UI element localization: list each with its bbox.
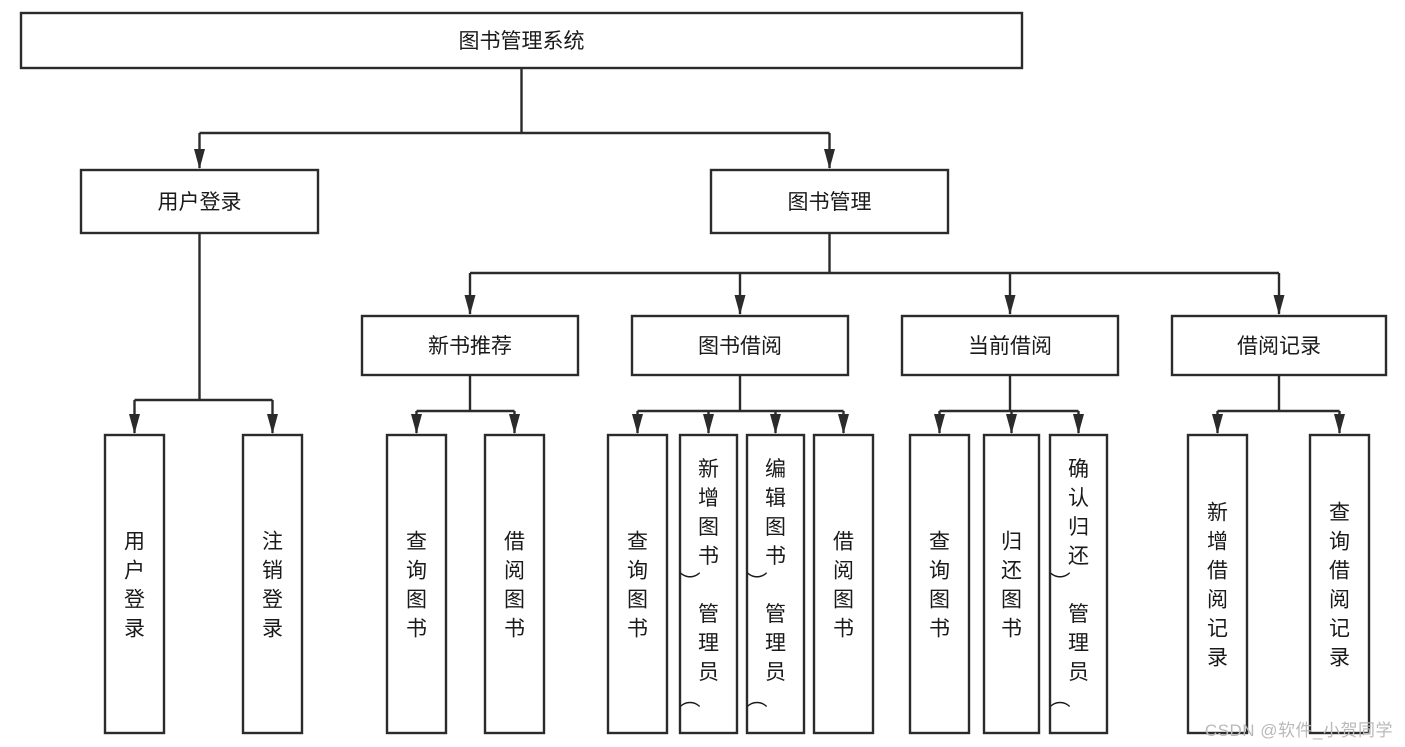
node-label: 确认归还（管理员）	[1050, 458, 1089, 708]
node-box[interactable]	[900, 314, 1120, 377]
node-box[interactable]	[19, 11, 1024, 70]
node-label: 用户登录	[124, 531, 145, 641]
watermark-label: CSDN @软件_小贺同学	[1204, 721, 1393, 740]
node-label: 图书借阅	[698, 335, 782, 358]
node-leaf8[interactable]: 借阅图书	[812, 433, 875, 735]
node-records[interactable]: 借阅记录	[1170, 314, 1388, 377]
node-box[interactable]	[360, 314, 580, 377]
node-leaf3[interactable]: 查询图书	[385, 433, 448, 735]
node-label: 查询图书	[406, 531, 427, 641]
node-leaf10[interactable]: 归还图书	[982, 433, 1041, 735]
node-label: 新书推荐	[428, 335, 512, 358]
arrow-head-icon	[1006, 414, 1017, 434]
node-leaf12[interactable]: 新增借阅记录	[1186, 433, 1249, 735]
node-box[interactable]	[241, 433, 304, 735]
node-box[interactable]	[630, 314, 850, 377]
node-current[interactable]: 当前借阅	[900, 314, 1120, 377]
node-label: 查询图书	[627, 531, 648, 641]
node-borrow[interactable]: 图书借阅	[630, 314, 850, 377]
arrow-head-icon	[194, 149, 205, 169]
arrow-head-icon	[411, 414, 422, 434]
node-label: 查询图书	[929, 531, 950, 641]
node-login[interactable]: 用户登录	[79, 168, 320, 235]
arrow-head-icon	[464, 295, 476, 315]
nodes-layer: 图书管理系统用户登录图书管理新书推荐图书借阅当前借阅借阅记录用户登录注销登录查询…	[19, 11, 1388, 735]
node-bookmgmt[interactable]: 图书管理	[709, 168, 950, 235]
arrow-head-icon	[1073, 414, 1084, 434]
node-label: 查询借阅记录	[1329, 502, 1350, 670]
node-box[interactable]	[79, 168, 320, 235]
arrow-head-icon	[703, 414, 714, 434]
node-box[interactable]	[385, 433, 448, 735]
node-label: 注销登录	[262, 531, 283, 641]
node-leaf2[interactable]: 注销登录	[241, 433, 304, 735]
node-leaf9[interactable]: 查询图书	[908, 433, 971, 735]
node-box[interactable]	[1186, 433, 1249, 735]
node-box[interactable]	[812, 433, 875, 735]
arrow-head-icon	[770, 414, 781, 434]
arrow-head-icon	[632, 414, 643, 434]
arrow-head-icon	[1212, 414, 1223, 434]
arrow-head-icon	[1334, 414, 1345, 434]
node-newbook[interactable]: 新书推荐	[360, 314, 580, 377]
node-box[interactable]	[908, 433, 971, 735]
node-label: 新增图书（管理员）	[680, 458, 719, 708]
node-leaf4[interactable]: 借阅图书	[483, 433, 546, 735]
node-box[interactable]	[1308, 433, 1371, 735]
node-box[interactable]	[1170, 314, 1388, 377]
node-leaf11[interactable]: 确认归还（管理员）	[1048, 433, 1109, 735]
node-label: 当前借阅	[968, 335, 1052, 358]
node-box[interactable]	[982, 433, 1041, 735]
node-label: 借阅图书	[833, 531, 854, 641]
arrow-head-icon	[934, 414, 945, 434]
node-label: 图书管理	[788, 191, 872, 214]
node-leaf7[interactable]: 编辑图书（管理员）	[745, 433, 806, 735]
node-label: 编辑图书（管理员）	[747, 458, 786, 708]
node-label: 新增借阅记录	[1207, 502, 1228, 670]
node-leaf13[interactable]: 查询借阅记录	[1308, 433, 1371, 735]
node-box[interactable]	[1048, 433, 1109, 735]
arrow-head-icon	[129, 414, 140, 434]
node-label: 归还图书	[1001, 531, 1022, 641]
node-box[interactable]	[606, 433, 669, 735]
node-label: 借阅图书	[504, 531, 525, 641]
node-label: 用户登录	[158, 191, 242, 214]
arrow-head-icon	[838, 414, 849, 434]
arrow-head-icon	[824, 149, 835, 169]
node-box[interactable]	[745, 433, 806, 735]
node-box[interactable]	[709, 168, 950, 235]
node-label: 借阅记录	[1237, 335, 1321, 358]
node-root[interactable]: 图书管理系统	[19, 11, 1024, 70]
node-box[interactable]	[103, 433, 166, 735]
connectors-layer	[129, 68, 1345, 434]
arrow-head-icon	[1004, 295, 1016, 315]
arrow-head-icon	[1273, 295, 1285, 315]
node-box[interactable]	[483, 433, 546, 735]
node-leaf6[interactable]: 新增图书（管理员）	[678, 433, 739, 735]
node-leaf1[interactable]: 用户登录	[103, 433, 166, 735]
node-leaf5[interactable]: 查询图书	[606, 433, 669, 735]
arrow-head-icon	[267, 414, 278, 434]
node-box[interactable]	[678, 433, 739, 735]
arrow-head-icon	[734, 295, 746, 315]
node-label: 图书管理系统	[459, 30, 585, 53]
arrow-head-icon	[509, 414, 520, 434]
